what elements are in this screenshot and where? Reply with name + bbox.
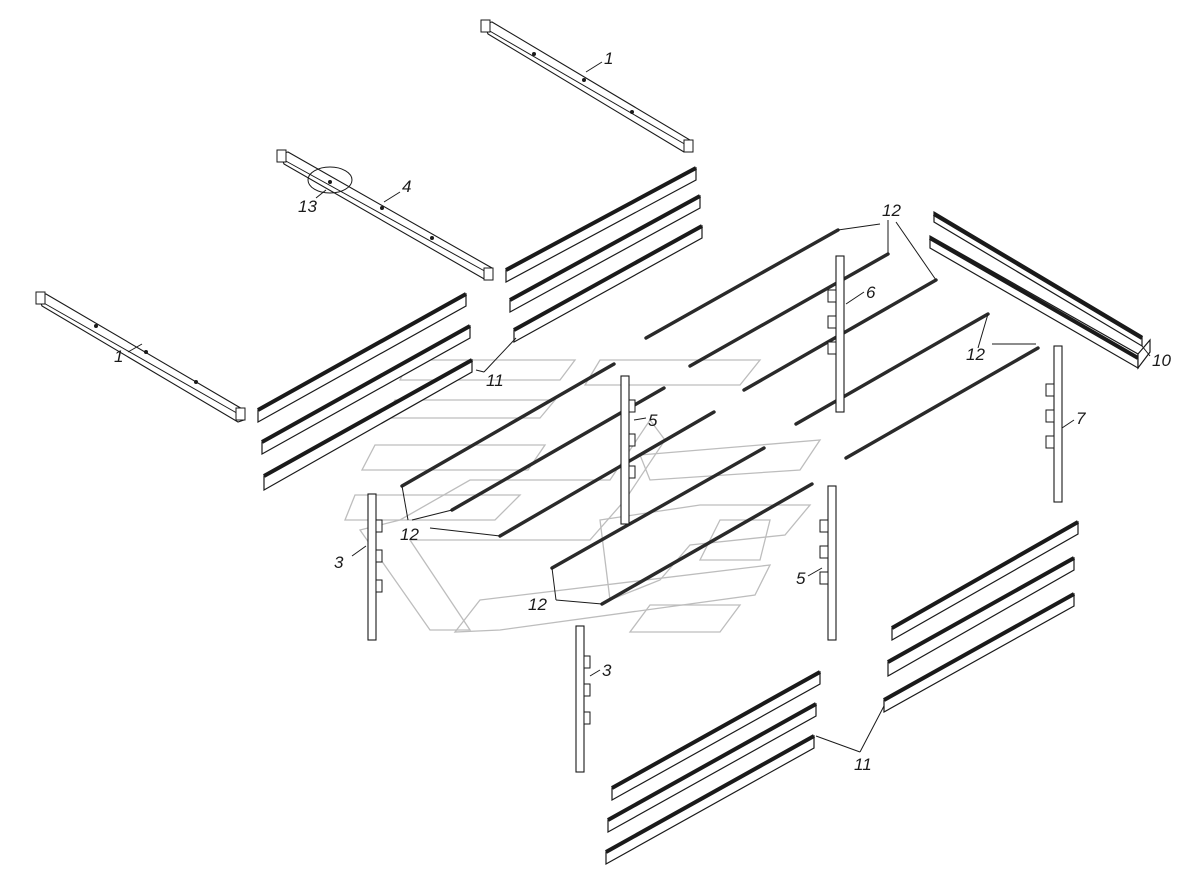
side-boards-upper xyxy=(505,166,703,344)
callout-post-corner: 7 xyxy=(1076,409,1086,428)
callout-labels: 1 1 4 13 11 11 10 12 12 12 12 5 5 3 3 6 … xyxy=(114,49,1171,774)
callout-slats-left: 12 xyxy=(400,525,419,544)
post-right xyxy=(819,485,837,641)
detail-circle xyxy=(307,166,353,194)
watermark-logo xyxy=(344,359,822,633)
callout-post-front: 3 xyxy=(602,661,612,680)
arch-middle xyxy=(276,149,494,281)
arch-left xyxy=(35,291,246,423)
leader-lines xyxy=(127,61,1151,753)
callout-post-rear: 6 xyxy=(866,283,876,302)
side-boards-bottom xyxy=(605,670,821,866)
callout-side-boards-bottom: 11 xyxy=(854,755,872,774)
post-center xyxy=(620,375,636,525)
post-front xyxy=(575,625,591,773)
callout-slats-top: 12 xyxy=(882,201,901,220)
callout-arch-left: 1 xyxy=(114,347,123,366)
post-rear xyxy=(827,255,845,413)
callout-side-boards-left: 11 xyxy=(486,371,504,390)
callout-arch-top: 1 xyxy=(604,49,613,68)
post-left xyxy=(367,493,383,641)
side-boards-left xyxy=(257,292,473,492)
callout-post-center: 5 xyxy=(648,411,658,430)
callout-slats-right: 12 xyxy=(966,345,985,364)
side-boards-lower-right xyxy=(883,520,1079,714)
slats xyxy=(400,228,1040,606)
post-corner xyxy=(1045,345,1063,503)
end-board xyxy=(929,210,1151,370)
callout-slats-bottom: 12 xyxy=(528,595,547,614)
callout-arch-middle: 4 xyxy=(402,177,411,196)
callout-end-board: 10 xyxy=(1152,351,1171,370)
callout-post-right: 5 xyxy=(796,569,806,588)
arch-top xyxy=(480,19,694,153)
callout-post-left: 3 xyxy=(334,553,344,572)
callout-detail-circle: 13 xyxy=(298,197,317,216)
